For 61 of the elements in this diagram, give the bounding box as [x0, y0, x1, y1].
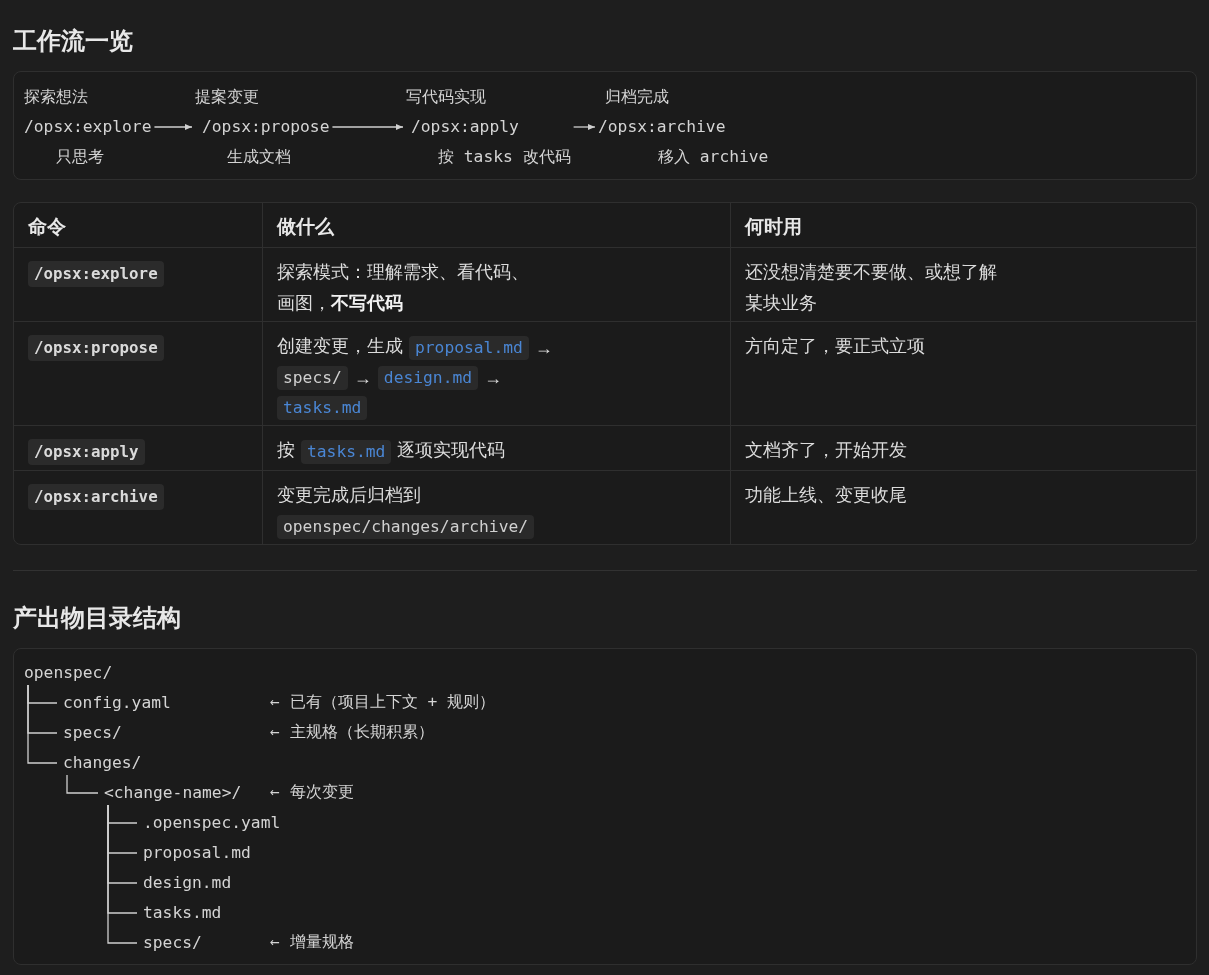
cell-text: 创建变更，生成 [277, 336, 403, 356]
cell-text: 逐项实现代码 [397, 440, 506, 460]
arrow-text: → [484, 367, 503, 391]
arrow-text: → [353, 367, 372, 391]
folder-name: specs/ [143, 932, 202, 954]
cell-text: 方向定了，要正式立项 [745, 336, 925, 356]
tree-line [107, 804, 138, 944]
command-code: /opsx:apply [28, 439, 145, 465]
step-title: 写代码实现 [406, 86, 486, 108]
file-name: proposal.md [143, 842, 251, 864]
command-text: /opsx:apply [411, 116, 519, 138]
folder-name: changes/ [63, 752, 142, 774]
file-name: config.yaml [63, 692, 171, 714]
cell-text: 按 [277, 440, 295, 460]
inline-code: specs/ [277, 366, 348, 391]
arrow [153, 124, 193, 130]
section-heading: 产出物目录结构 [13, 603, 181, 633]
tree-line [27, 684, 58, 764]
arrow [573, 124, 596, 130]
inline-code: design.md [377, 366, 479, 391]
annotation-text: ← 增量规格 [270, 931, 354, 953]
command-text: /opsx:explore [24, 116, 152, 138]
column-header: 做什么 [277, 215, 334, 239]
command-code: /opsx:explore [28, 261, 164, 287]
command-text: /opsx:archive [598, 116, 726, 138]
cell-text: 变更完成后归档到 [277, 485, 421, 505]
annotation-text: ← 每次变更 [270, 781, 354, 803]
step-caption: 生成文档 [227, 146, 291, 168]
file-name: .openspec.yaml [143, 812, 281, 834]
step-caption: 只思考 [56, 146, 104, 168]
inline-code: tasks.md [277, 396, 368, 421]
folder-name: specs/ [63, 722, 122, 744]
file-name: design.md [143, 872, 232, 894]
step-caption: 移入 archive [658, 146, 769, 168]
step-title: 提案变更 [195, 86, 259, 108]
inline-code: openspec/changes/archive/ [277, 515, 535, 540]
arrow-text: → [534, 337, 553, 361]
step-title: 归档完成 [605, 86, 669, 108]
code-block [13, 648, 1197, 965]
cell-text: 文档齐了，开始开发 [745, 440, 907, 460]
command-code: /opsx:propose [28, 335, 164, 361]
tree-line [66, 774, 99, 794]
command-text: /opsx:propose [202, 116, 330, 138]
code-block [13, 71, 1197, 180]
step-caption: 按 tasks 改代码 [438, 146, 571, 168]
folder-name: <change-name>/ [104, 782, 242, 804]
cell-text: 探索模式：理解需求、看代码、画图，不写代码 [277, 262, 529, 313]
annotation-text: ← 已有（项目上下文 + 规则） [270, 691, 495, 713]
file-name: tasks.md [143, 902, 222, 924]
step-title: 探索想法 [24, 86, 88, 108]
inline-code: tasks.md [301, 440, 392, 465]
command-code: /opsx:archive [28, 484, 164, 510]
cell-text: 还没想清楚要不要做、或想了解某块业务 [745, 262, 997, 313]
column-header: 命令 [28, 215, 66, 239]
arrow [331, 124, 404, 130]
annotation-text: ← 主规格（长期积累） [270, 721, 434, 743]
column-header: 何时用 [745, 215, 802, 239]
inline-code: proposal.md [409, 336, 529, 361]
folder-name: openspec/ [24, 662, 113, 684]
section-heading: 工作流一览 [13, 26, 133, 56]
cell-text: 功能上线、变更收尾 [745, 485, 907, 505]
